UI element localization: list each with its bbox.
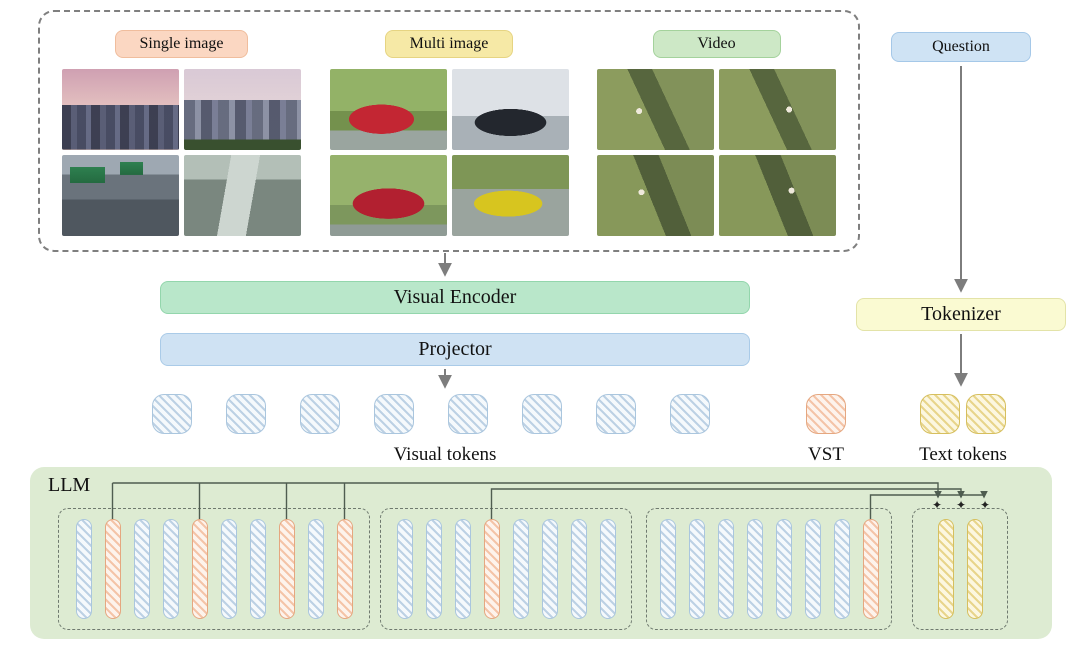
photo-hillside-frame-1 xyxy=(597,69,714,150)
llm-label: LLM xyxy=(48,474,91,496)
photo-highway-green-signs xyxy=(62,155,179,236)
photo-curved-road xyxy=(184,155,301,236)
yellow-token-pill xyxy=(966,519,983,619)
blue-token-pill xyxy=(249,519,266,619)
group-label-badge: Single image xyxy=(114,30,249,58)
group-label-badge: Multi image xyxy=(384,30,514,58)
blue-token-pill xyxy=(454,519,471,619)
visual-encoder-block: Visual Encoder xyxy=(160,281,750,314)
blue-token-pill xyxy=(775,519,792,619)
photo-grid xyxy=(597,69,836,236)
blue-token-pill xyxy=(659,519,676,619)
yellow-token-pill xyxy=(937,519,954,619)
blue-token-pill xyxy=(599,519,616,619)
visual-token xyxy=(300,394,340,434)
modality-group: Single image xyxy=(62,30,301,236)
llm-block-2 xyxy=(380,508,632,630)
orange-token-pill xyxy=(336,519,353,619)
photo-grid xyxy=(329,69,569,236)
visual-tokens-label: Visual tokens xyxy=(393,444,497,465)
sparkle-icon: ✦ xyxy=(932,498,943,512)
group-label-badge: Video xyxy=(652,30,781,58)
text-token xyxy=(966,394,1006,434)
visual-token xyxy=(374,394,414,434)
photo-grid xyxy=(62,69,301,236)
photo-red-suv-side xyxy=(329,155,447,236)
photo-hillside-frame-4 xyxy=(719,155,836,236)
blue-token-pill xyxy=(75,519,92,619)
text-token xyxy=(920,394,960,434)
photo-black-supercar xyxy=(451,69,569,150)
blue-token-pill xyxy=(833,519,850,619)
vst-token xyxy=(806,394,846,434)
text-token-row xyxy=(920,394,1006,434)
blue-token-pill xyxy=(541,519,558,619)
blue-token-pill xyxy=(688,519,705,619)
question-badge: Question xyxy=(891,32,1031,62)
visual-token xyxy=(596,394,636,434)
llm-block-3 xyxy=(646,508,892,630)
visual-token xyxy=(522,394,562,434)
photo-hillside-frame-2 xyxy=(719,69,836,150)
visual-token xyxy=(448,394,488,434)
blue-token-pill xyxy=(717,519,734,619)
blue-token-pill xyxy=(307,519,324,619)
blue-token-pill xyxy=(570,519,587,619)
photo-city-skyline-dusk xyxy=(62,69,179,150)
photo-hillside-frame-3 xyxy=(597,155,714,236)
tokenizer-block: Tokenizer xyxy=(856,298,1066,331)
visual-token xyxy=(226,394,266,434)
blue-token-pill xyxy=(512,519,529,619)
visual-token xyxy=(152,394,192,434)
blue-token-pill xyxy=(133,519,150,619)
visual-token xyxy=(670,394,710,434)
orange-token-pill xyxy=(104,519,121,619)
modality-group: Multi image xyxy=(329,30,569,236)
blue-token-pill xyxy=(746,519,763,619)
text-tokens-label: Text tokens xyxy=(919,444,1007,465)
vst-label: VST xyxy=(808,444,844,465)
blue-token-pill xyxy=(396,519,413,619)
blue-token-pill xyxy=(220,519,237,619)
sparkle-icon: ✦ xyxy=(979,498,990,512)
llm-box: LLM xyxy=(30,467,1052,639)
visual-token-row xyxy=(152,394,710,434)
modality-group: Video xyxy=(597,30,836,236)
blue-token-pill xyxy=(425,519,442,619)
blue-token-pill xyxy=(162,519,179,619)
llm-block-1 xyxy=(58,508,370,630)
photo-city-towers-day xyxy=(184,69,301,150)
blue-token-pill xyxy=(804,519,821,619)
input-groups: Single image Multi image Video xyxy=(40,12,858,236)
photo-red-hatchback-front xyxy=(329,69,447,150)
llm-block-4 xyxy=(912,508,1008,630)
sparkle-icon: ✦ xyxy=(955,498,967,512)
orange-token-pill xyxy=(862,519,879,619)
attention-stars: ✦ ✦ ✦ xyxy=(932,499,990,511)
orange-token-pill xyxy=(278,519,295,619)
input-modalities-box: Single image Multi image Video xyxy=(38,10,860,252)
projector-block: Projector xyxy=(160,333,750,366)
photo-yellow-supercar-track xyxy=(451,155,569,236)
orange-token-pill xyxy=(191,519,208,619)
orange-token-pill xyxy=(483,519,500,619)
